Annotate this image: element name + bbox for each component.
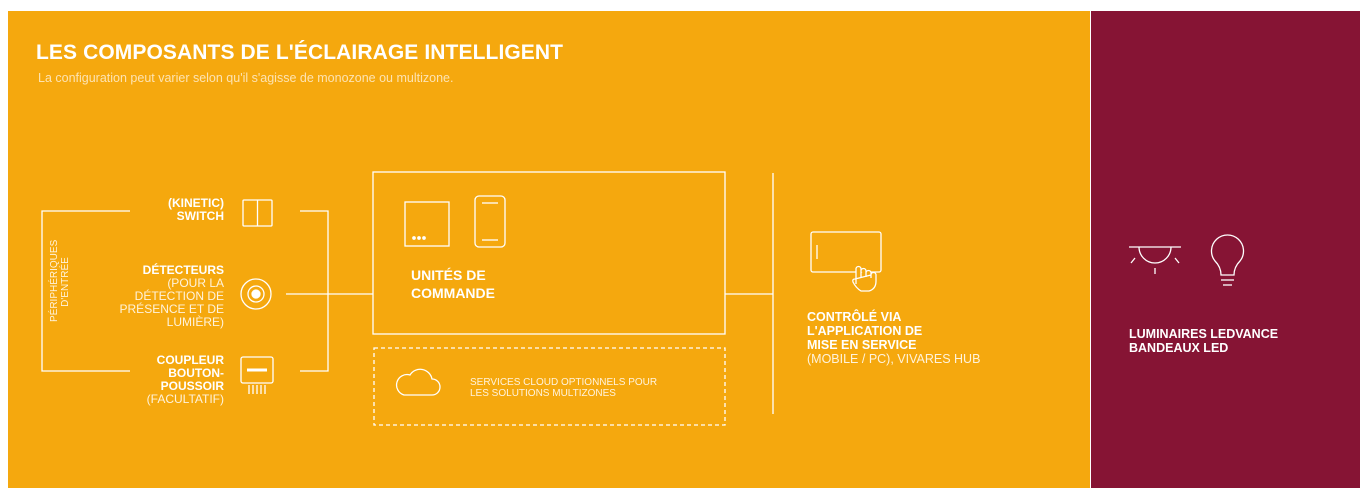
detector-label-line2: DÉTECTION DE [134,289,224,303]
control-units-line2: COMMANDE [411,285,495,301]
ceiling-light-icon [1129,246,1181,274]
light-bulb-icon [1210,234,1245,286]
control-units-box [372,171,726,335]
detector-label-line3: PRÉSENCE ET DE [119,302,224,316]
app-control-note: (MOBILE / PC), VIVARES HUB [807,352,981,366]
page-subtitle: La configuration peut varier selon qu'il… [38,71,454,85]
input-bracket-line [41,210,130,372]
cloud-icon [395,368,441,396]
app-control-line2: L'APPLICATION DE [807,324,923,338]
detector-label-line4: LUMIÈRE) [166,315,224,329]
input-devices-label: PÉRIPHÉRIQUES D'ENTRÉE [49,239,71,322]
coupler-label-line3: POUSSOIR [160,379,224,393]
cloud-services-line2: LES SOLUTIONS MULTIZONES [470,388,616,399]
control-unit-device-icon [404,201,450,247]
phone-icon [474,195,506,248]
control-units-label: UNITÉS DE COMMANDE [411,266,495,302]
cloud-services-label: SERVICES CLOUD OPTIONNELS POUR LES SOLUT… [470,377,657,399]
main-panel [8,11,1090,488]
input-connector-line [300,210,329,372]
coupler-label-line1: COUPLEUR [156,353,224,367]
page-title: LES COMPOSANTS DE L'ÉCLAIRAGE INTELLIGEN… [36,41,564,64]
luminaires-panel [1091,11,1360,488]
detector-icon [240,278,272,310]
cloud-services-line1: SERVICES CLOUD OPTIONNELS POUR [470,377,658,388]
control-units-line1: UNITÉS DE [411,267,486,283]
app-control-line1: CONTRÔLÉ VIA [807,310,902,324]
luminaires-line2: BANDEAUX LED [1129,341,1229,355]
tablet-touch-icon [810,231,882,292]
detector-label-title: DÉTECTEURS [142,263,224,277]
coupler-label: COUPLEUR BOUTON- POUSSOIR (FACULTATIF) [100,354,224,406]
switch-label-line2: SWITCH [176,209,224,223]
switch-icon [242,199,273,227]
coupler-label-line2: BOUTON- [168,366,224,380]
detector-label-line1: (POUR LA [167,276,224,290]
cloud-services-box [373,347,726,426]
detector-label: DÉTECTEURS (POUR LA DÉTECTION DE PRÉSENC… [90,264,224,329]
luminaires-label: LUMINAIRES LEDVANCE BANDEAUX LED [1129,327,1278,355]
switch-label: (KINETIC) SWITCH [120,197,224,223]
pushbutton-coupler-icon [240,356,274,394]
app-control-label: CONTRÔLÉ VIA L'APPLICATION DE MISE EN SE… [807,310,980,366]
switch-label-line1: (KINETIC) [168,196,224,210]
luminaires-line1: LUMINAIRES LEDVANCE [1129,327,1279,341]
app-control-line3: MISE EN SERVICE [807,338,917,352]
coupler-label-note: (FACULTATIF) [146,392,224,406]
